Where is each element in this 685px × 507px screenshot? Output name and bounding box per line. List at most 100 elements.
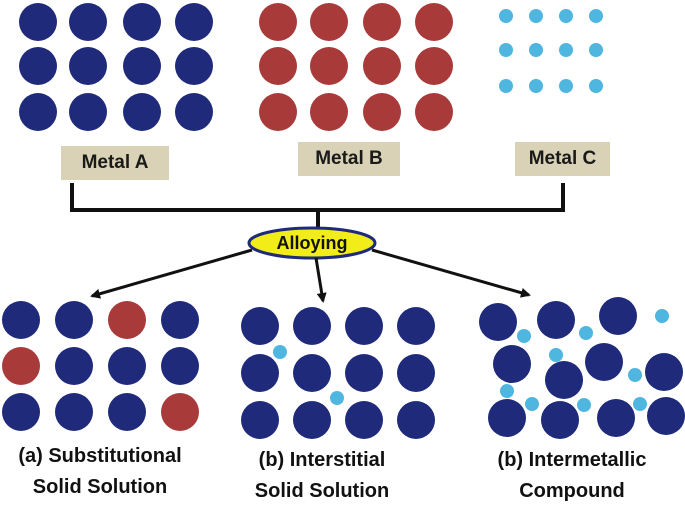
metal-a-atom [293, 401, 331, 439]
metal-a-atom [69, 47, 107, 85]
metal-c-atom [633, 397, 647, 411]
metal-b-atom [310, 47, 348, 85]
metal-a-atom [2, 393, 40, 431]
metal-a-atom [345, 401, 383, 439]
metal-c-atom [500, 384, 514, 398]
interstitial-caption-line2: Solid Solution [254, 480, 390, 502]
metal-c-atom [559, 9, 573, 23]
metal-c-atom [579, 326, 593, 340]
metal-c-atom [330, 391, 344, 405]
metal-b-lattice [259, 3, 453, 131]
metal-a-atom [397, 307, 435, 345]
alloying-ellipse [247, 226, 377, 260]
combining-bracket [70, 183, 565, 228]
metal-c-atom [589, 79, 603, 93]
metal-a-atom [397, 354, 435, 392]
metal-b-atom [161, 393, 199, 431]
metal-b-atom [415, 3, 453, 41]
metal-a-atom [488, 399, 526, 437]
metal-a-atom [175, 47, 213, 85]
metal-c-atom [655, 309, 669, 323]
metal-a-atom [345, 354, 383, 392]
metal-a-atom [175, 93, 213, 131]
metal-c-atom [628, 368, 642, 382]
metal-a-atom [541, 401, 579, 439]
metal-a-atom [123, 3, 161, 41]
metal-a-atom [108, 347, 146, 385]
interstitial-lattice [241, 307, 435, 439]
metal-b-atom [363, 3, 401, 41]
metal-a-atom [645, 353, 683, 391]
metal-a-atom [599, 297, 637, 335]
metal-c-atom [517, 329, 531, 343]
metal-a-atom [493, 345, 531, 383]
substitutional-caption-line2: Solid Solution [32, 476, 168, 498]
intermetallic-caption-line2: Compound [519, 480, 625, 502]
metal-a-label: Metal A [61, 146, 169, 180]
metal-c-atom [559, 43, 573, 57]
metal-c-atom [577, 398, 591, 412]
metal-c-atom [499, 79, 513, 93]
metal-a-atom [55, 301, 93, 339]
metal-b-atom [415, 93, 453, 131]
metal-a-atom [293, 307, 331, 345]
metal-b-atom [259, 93, 297, 131]
metal-c-atom [589, 9, 603, 23]
alloying-label: Alloying [276, 233, 348, 253]
metal-a-atom [397, 401, 435, 439]
metal-a-atom [161, 301, 199, 339]
metal-c-atom [499, 43, 513, 57]
metal-a-atom [175, 3, 213, 41]
metal-c-atom [499, 9, 513, 23]
metal-a-atom [123, 93, 161, 131]
metal-b-atom [415, 47, 453, 85]
interstitial-caption: (b) Interstitial Solid Solution [232, 445, 412, 507]
metal-c-atom [529, 9, 543, 23]
metal-a-atom [2, 301, 40, 339]
metal-a-atom [537, 301, 575, 339]
metal-a-atom [585, 343, 623, 381]
metal-c-lattice [499, 9, 603, 93]
metal-a-atom [161, 347, 199, 385]
metal-a-atom [241, 354, 279, 392]
metal-a-atom [69, 93, 107, 131]
metal-a-atom [597, 399, 635, 437]
intermetallic-caption: (b) Intermetallic Compound [472, 445, 672, 507]
metal-a-atom [545, 361, 583, 399]
metal-a-atom [19, 93, 57, 131]
arrow-to-intermetallic [371, 248, 531, 298]
metal-b-atom [259, 3, 297, 41]
metal-b-atom [363, 47, 401, 85]
metal-c-atom [549, 348, 563, 362]
metal-c-atom [529, 43, 543, 57]
metal-a-atom [19, 3, 57, 41]
intermetallic-caption-line1: (b) Intermetallic [497, 449, 647, 471]
metal-c-label: Metal C [515, 142, 610, 176]
substitutional-lattice [2, 301, 199, 431]
metal-a-atom [293, 354, 331, 392]
metal-a-atom [19, 47, 57, 85]
substitutional-caption-line1: (a) Substitutional [18, 445, 182, 467]
interstitial-caption-line1: (b) Interstitial [258, 449, 386, 471]
metal-c-atom [559, 79, 573, 93]
metal-a-atom [345, 307, 383, 345]
metal-a-atom [108, 393, 146, 431]
metal-a-atom [479, 303, 517, 341]
metal-a-atom [69, 3, 107, 41]
metal-b-atom [363, 93, 401, 131]
metal-b-atom [310, 93, 348, 131]
intermetallic-lattice [479, 297, 685, 439]
metal-b-atom [310, 3, 348, 41]
metal-a-atom [123, 47, 161, 85]
metal-b-label: Metal B [298, 142, 400, 176]
metal-b-atom [259, 47, 297, 85]
arrow-to-interstitial [314, 257, 327, 303]
metal-a-atom [55, 347, 93, 385]
metal-c-atom [525, 397, 539, 411]
metal-b-atom [2, 347, 40, 385]
metal-c-atom [589, 43, 603, 57]
metal-a-atom [55, 393, 93, 431]
metal-a-atom [241, 307, 279, 345]
metal-a-atom [647, 397, 685, 435]
